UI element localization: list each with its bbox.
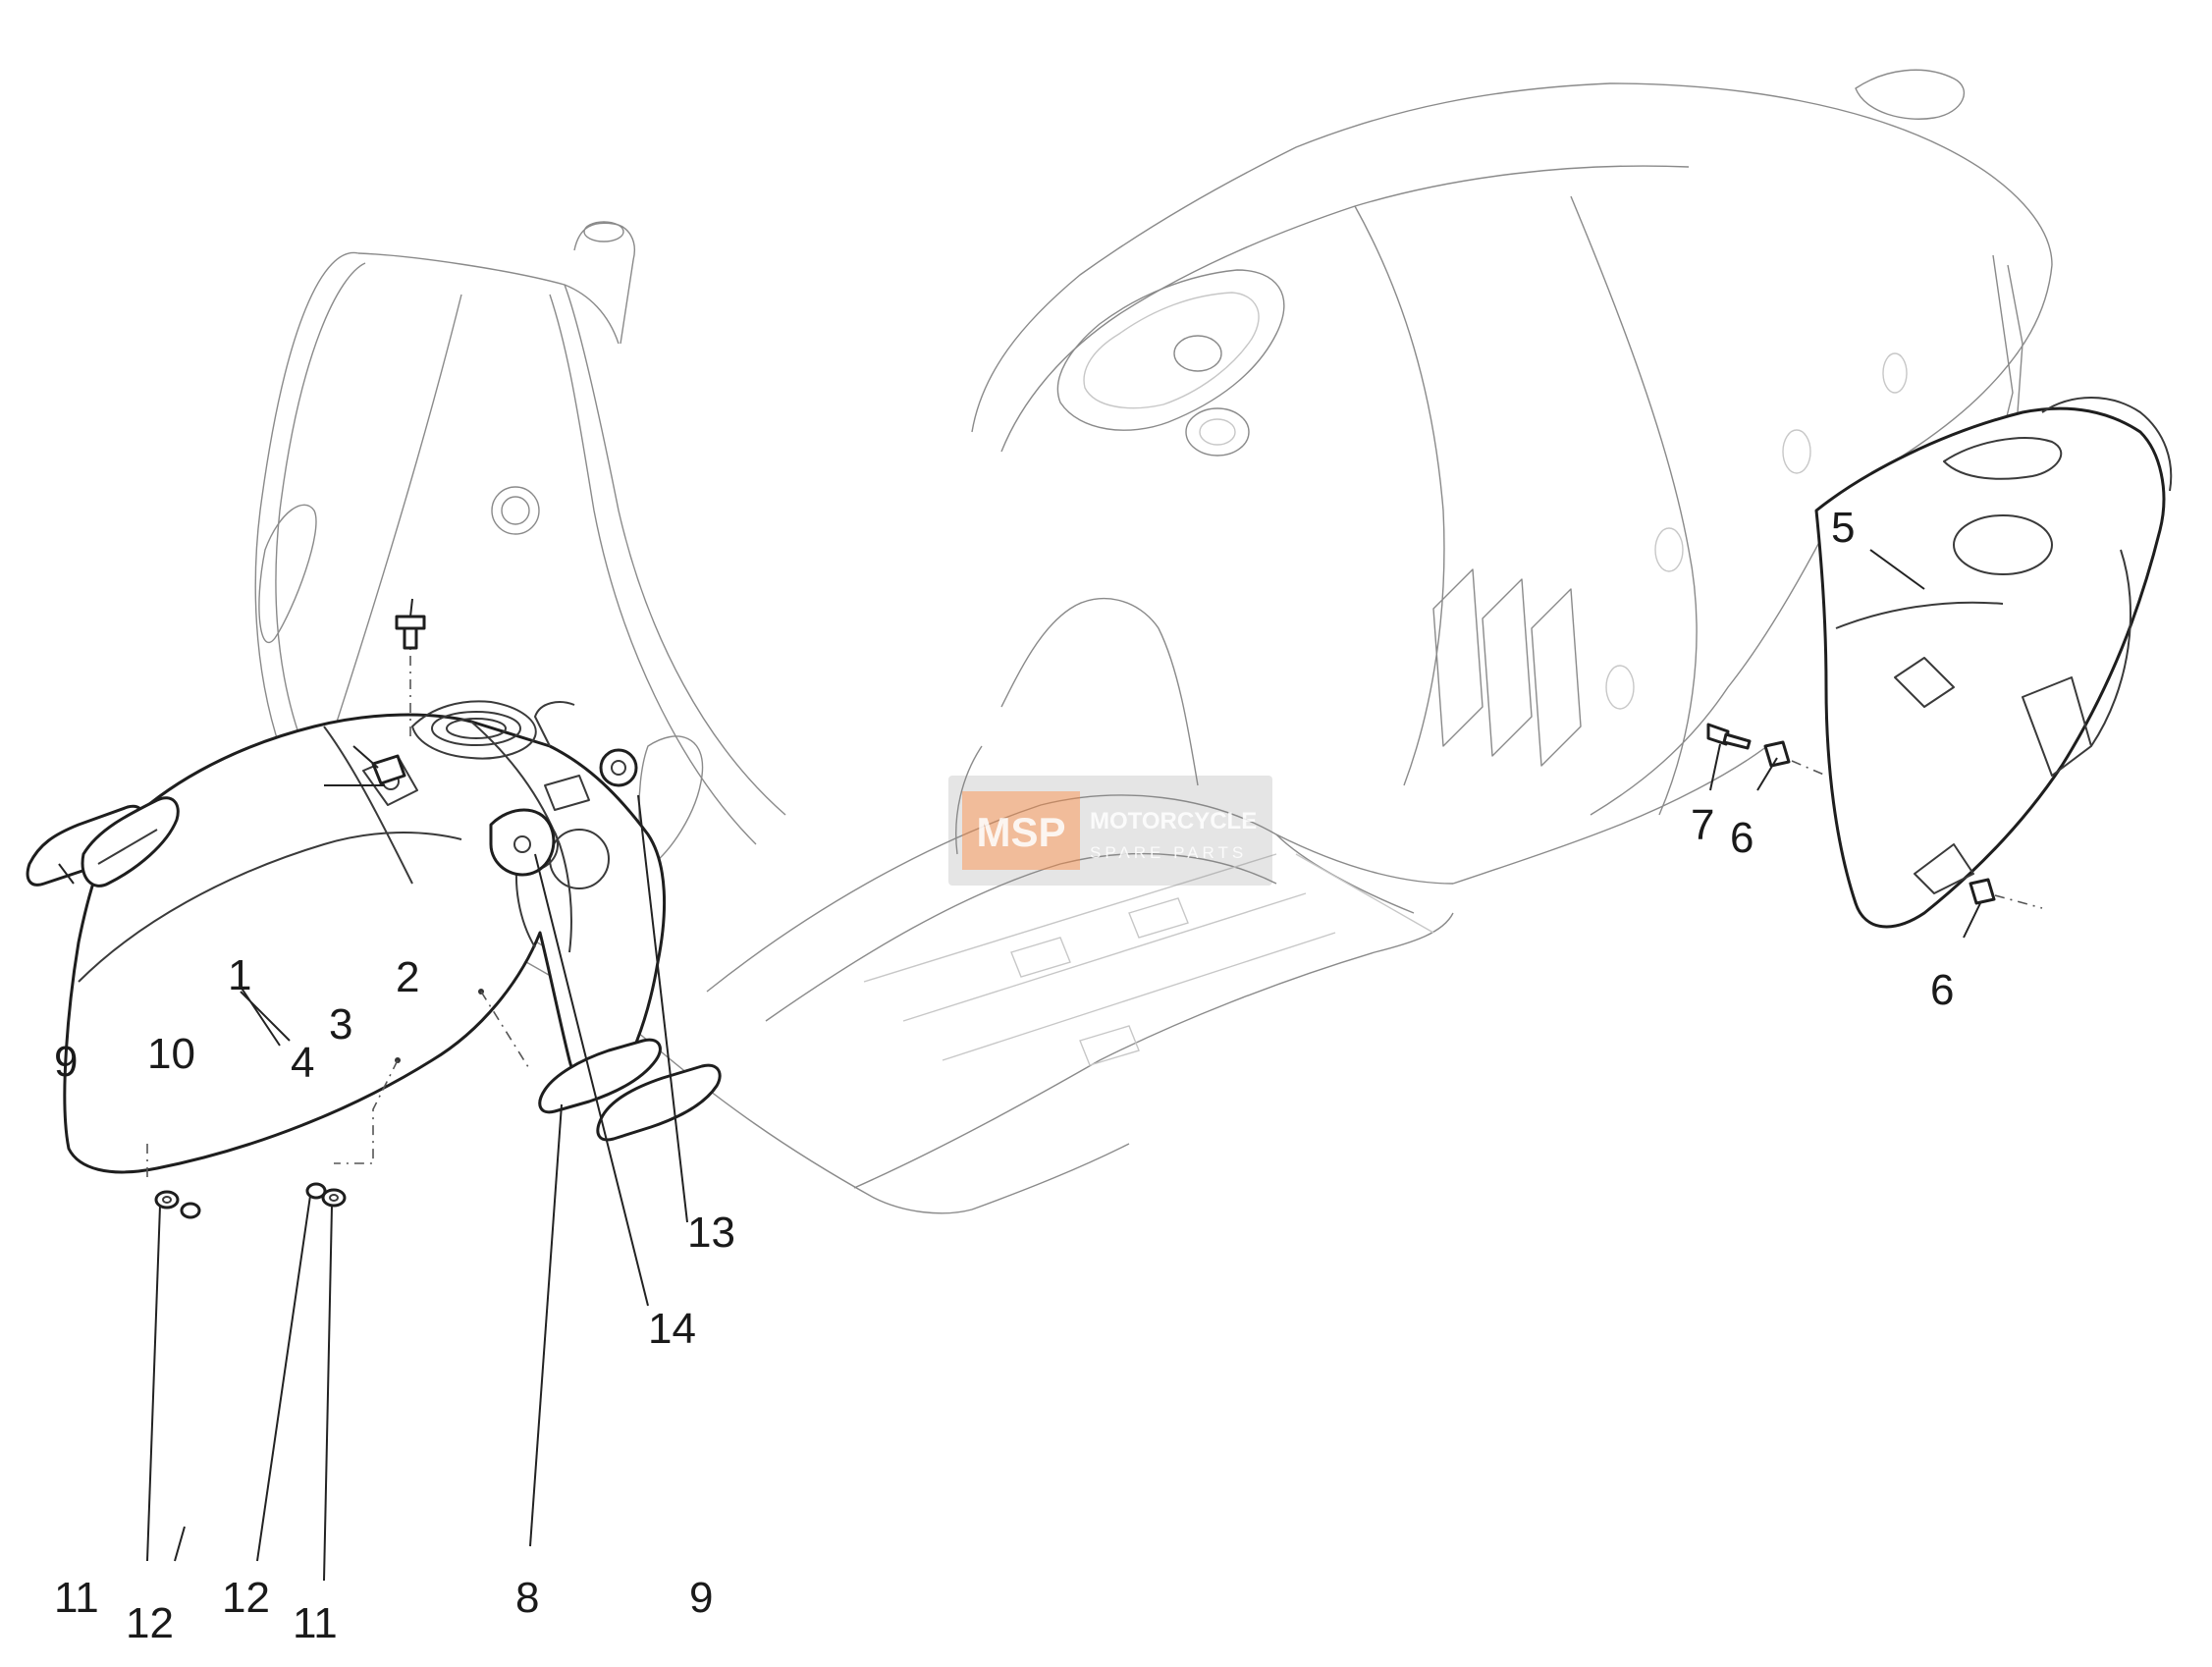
callout-2: 2	[396, 953, 419, 1001]
part-washer-b[interactable]	[321, 1188, 347, 1208]
callout-12a: 12	[126, 1599, 174, 1647]
callout-7: 7	[1691, 801, 1714, 849]
part-grommet[interactable]	[599, 748, 638, 787]
callout-6a: 6	[1730, 814, 1753, 862]
callouts: 1 2 3 4 5 6 6 7 8 9 9 10 11 11 12 12 13 …	[54, 504, 1954, 1647]
callout-9b: 9	[689, 1574, 713, 1622]
callout-14: 14	[648, 1305, 696, 1353]
part-rear-mudguard[interactable]	[1814, 397, 2173, 929]
part-rear-screw[interactable]	[1706, 723, 1752, 750]
scooter-body-shell	[254, 69, 2053, 1214]
callout-1: 1	[228, 951, 251, 999]
rear-mount-line-lower	[1994, 894, 2043, 909]
callout-8: 8	[515, 1574, 539, 1622]
callout-10: 10	[147, 1030, 195, 1078]
part-screw[interactable]	[395, 615, 426, 650]
watermark-logo-block	[962, 791, 1080, 870]
watermark-brand-line1: MOTORCYCLE	[1090, 808, 1257, 834]
rear-mount-line-upper	[1791, 760, 1827, 777]
part-nameplate-left[interactable]	[81, 796, 180, 887]
part-nut-a[interactable]	[180, 1202, 201, 1219]
callout-11b: 11	[293, 1599, 338, 1647]
callout-9a: 9	[54, 1038, 78, 1086]
watermark-box	[948, 776, 1272, 886]
watermark-logo: MSP	[976, 809, 1065, 855]
mount-line-badge	[480, 991, 531, 1071]
callout-3: 3	[329, 1000, 352, 1049]
watermark: MSP MOTORCYCLE SPARE PARTS	[948, 776, 1272, 886]
callout-4: 4	[291, 1039, 314, 1087]
part-rear-clip-lower[interactable]	[1969, 878, 1996, 905]
part-cap[interactable]	[489, 808, 556, 877]
part-rear-clip-upper[interactable]	[1763, 740, 1791, 768]
callout-5: 5	[1831, 504, 1855, 552]
callout-12b: 12	[222, 1574, 270, 1622]
watermark-brand-line2: SPARE PARTS	[1090, 843, 1247, 862]
part-nut-b[interactable]	[305, 1182, 327, 1200]
callout-11a: 11	[54, 1574, 99, 1622]
leader-lines	[58, 549, 1982, 1582]
part-clip[interactable]	[371, 754, 406, 785]
callout-6b: 6	[1930, 966, 1954, 1014]
mount-line-left	[334, 1059, 399, 1164]
part-washer-a[interactable]	[154, 1190, 180, 1210]
callout-13: 13	[687, 1209, 735, 1257]
